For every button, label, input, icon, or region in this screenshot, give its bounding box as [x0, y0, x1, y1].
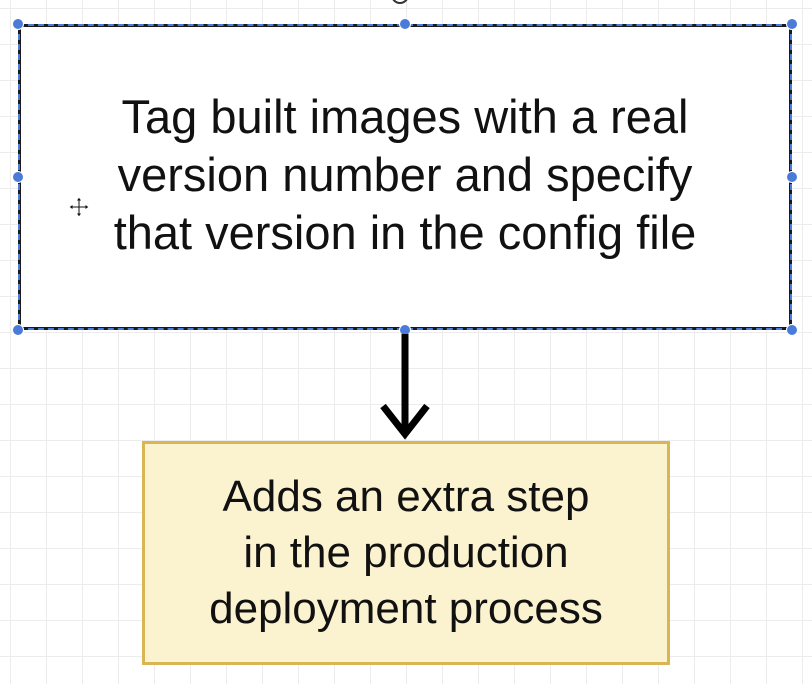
rotate-handle-icon[interactable]: [391, 0, 409, 4]
resize-handle-top-left[interactable]: [12, 18, 24, 30]
resize-handle-left[interactable]: [12, 171, 24, 183]
move-cursor-icon: [68, 196, 90, 218]
connector-arrow[interactable]: [370, 330, 440, 445]
node-extra-step[interactable]: Adds an extra step in the production dep…: [142, 441, 670, 665]
node-text-line: Adds an extra step: [222, 472, 590, 521]
resize-handle-top[interactable]: [399, 18, 411, 30]
node-text-line: deployment process: [209, 584, 603, 633]
resize-handle-bottom-right[interactable]: [786, 324, 798, 336]
arrowhead-icon: [380, 403, 430, 440]
node-text-line: version number and specify: [117, 148, 693, 201]
node-text-line: in the production: [243, 528, 569, 577]
node-tag-images[interactable]: Tag built images with a real version num…: [18, 24, 792, 330]
resize-handle-right[interactable]: [786, 171, 798, 183]
resize-handle-top-right[interactable]: [786, 18, 798, 30]
node-tag-images-text: Tag built images with a real version num…: [84, 88, 727, 262]
node-text-line: that version in the config file: [113, 206, 697, 259]
node-text-line: Tag built images with a real: [121, 90, 689, 143]
node-extra-step-text: Adds an extra step in the production dep…: [189, 469, 623, 637]
resize-handle-bottom-left[interactable]: [12, 324, 24, 336]
